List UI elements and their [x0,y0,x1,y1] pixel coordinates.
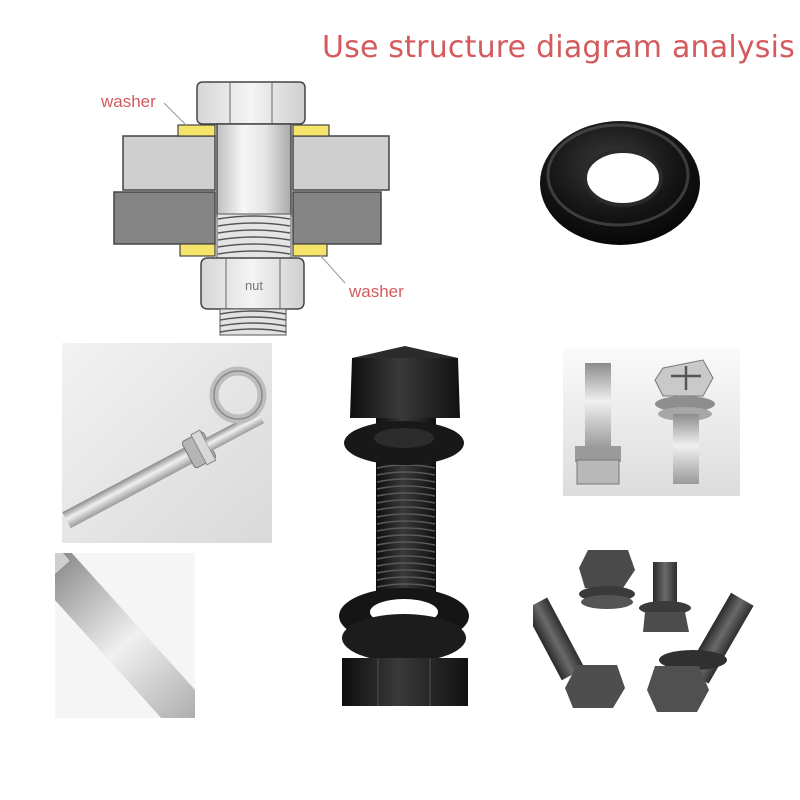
washer-bottom-leader [319,254,346,284]
black-flat-washer-photo [540,121,700,245]
black-bolt-washer-nut-photo [339,346,469,706]
top-washer-right [292,124,330,137]
washer-top-label: washer [100,92,156,111]
bolt-thread [216,213,292,259]
hex-bolt-washer-assemblies-photo [533,540,758,720]
bolt-head [196,81,306,125]
stainless-eye-bolt-photo [62,343,272,543]
top-plate-left [122,135,216,191]
top-washer-left [177,124,216,137]
bottom-plate-right [292,191,382,245]
stainless-anchor-bolt-photo [55,553,195,718]
page-title: Use structure diagram analysis [322,30,796,65]
nut [200,257,305,310]
bottom-washer-left [179,243,216,257]
bolt-thread-end [219,308,287,336]
bottom-plate-left [113,191,216,245]
nut-label: nut [245,278,263,293]
washer-bottom-label: washer [348,282,404,301]
bottom-washer-right [292,243,328,257]
washer-top-leader [163,102,187,126]
top-plate-right [292,135,390,191]
sems-screws-photo [563,348,740,496]
bolt-structure-diagram: nut washer washer [100,81,404,336]
bolt-shank [216,123,292,217]
